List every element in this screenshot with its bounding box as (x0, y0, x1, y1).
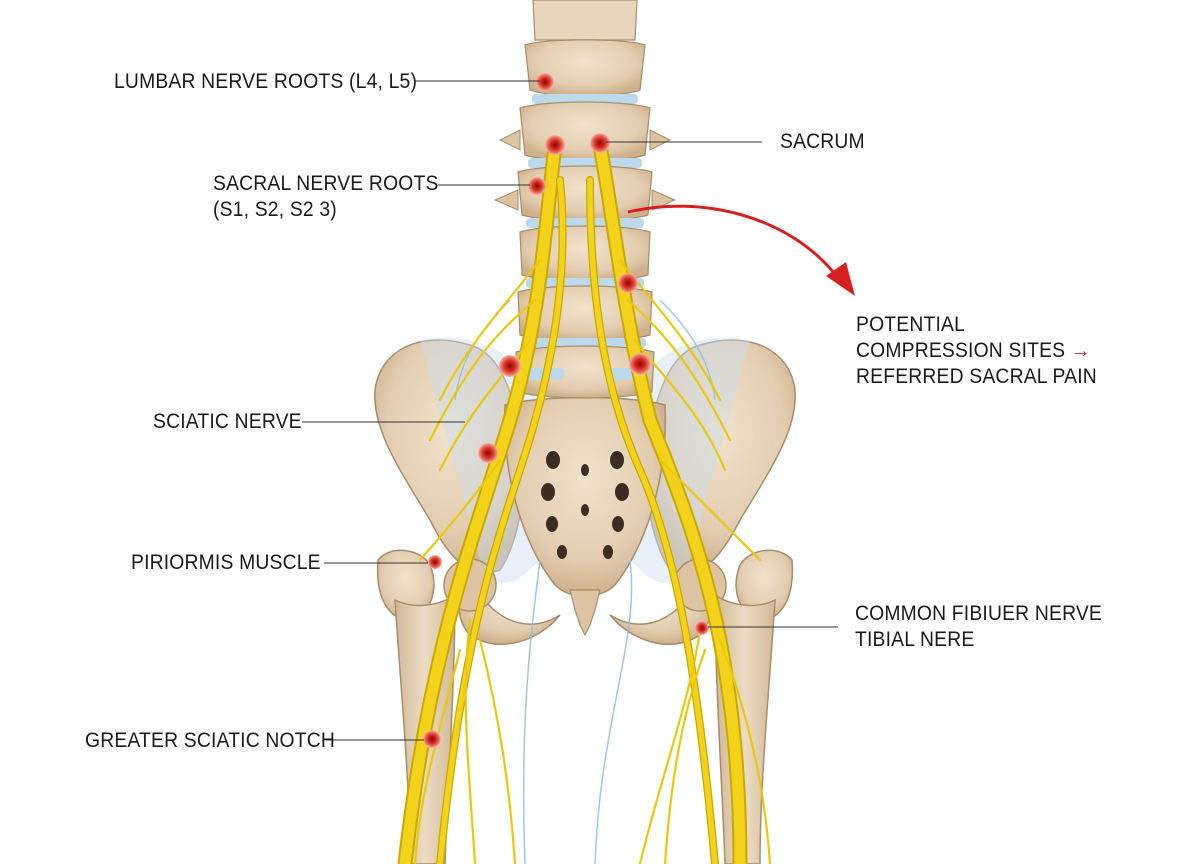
compression-marker (528, 177, 546, 195)
referred-pain-arrow (628, 206, 855, 296)
compression-marker (629, 353, 651, 375)
sacral-roots-line2: (S1, S2, S2 3) (213, 197, 439, 223)
common-fibular-line1: COMMON FIBIUER NERVE (855, 601, 1102, 627)
compression-marker (428, 555, 442, 569)
compression-marker (499, 355, 521, 377)
greater-sciatic-notch-text: GREATER SCIATIC NOTCH (85, 728, 335, 754)
potential-line2-wrap: COMPRESSION SITES → (856, 338, 1097, 364)
potential-line3: REFERRED SACRAL PAIN (856, 364, 1097, 390)
red-arrow-icon: → (1071, 339, 1091, 362)
sciatic-nerve-text: SCIATIC NERVE (153, 409, 302, 435)
compression-marker (590, 133, 610, 153)
common-fibular-line2: TIBIAL NERE (855, 627, 1102, 653)
sacral-roots-line1: SACRAL NERVE ROOTS (213, 171, 439, 197)
piriformis-text: PIRIORMIS MUSCLE (131, 550, 321, 576)
greater-sciatic-notch-label: GREATER SCIATIC NOTCH (85, 728, 335, 754)
lumbar-roots-text: LUMBAR NERVE ROOTS (L4, L5) (114, 69, 417, 95)
coccyx (570, 590, 600, 635)
sacral-roots-label: SACRAL NERVE ROOTS (S1, S2, S2 3) (213, 171, 439, 223)
compression-marker (695, 621, 709, 635)
sacrum-label: SACRUM (780, 129, 865, 155)
compression-marker (423, 730, 441, 748)
compression-marker (545, 135, 565, 155)
vertebral-column (495, 0, 675, 398)
compression-marker (536, 73, 554, 91)
potential-line1: POTENTIAL (856, 312, 1097, 338)
compression-marker (478, 443, 498, 463)
piriformis-label: PIRIORMIS MUSCLE (131, 550, 321, 576)
potential-line2: COMPRESSION SITES (856, 339, 1065, 362)
common-fibular-label: COMMON FIBIUER NERVE TIBIAL NERE (855, 601, 1102, 653)
compression-marker (618, 273, 638, 293)
potential-compression-label: POTENTIAL COMPRESSION SITES → REFERRED S… (856, 312, 1097, 390)
sciatic-nerve-label: SCIATIC NERVE (153, 409, 302, 435)
sacrum-text: SACRUM (780, 129, 865, 155)
lumbar-roots-label: LUMBAR NERVE ROOTS (L4, L5) (114, 69, 417, 95)
